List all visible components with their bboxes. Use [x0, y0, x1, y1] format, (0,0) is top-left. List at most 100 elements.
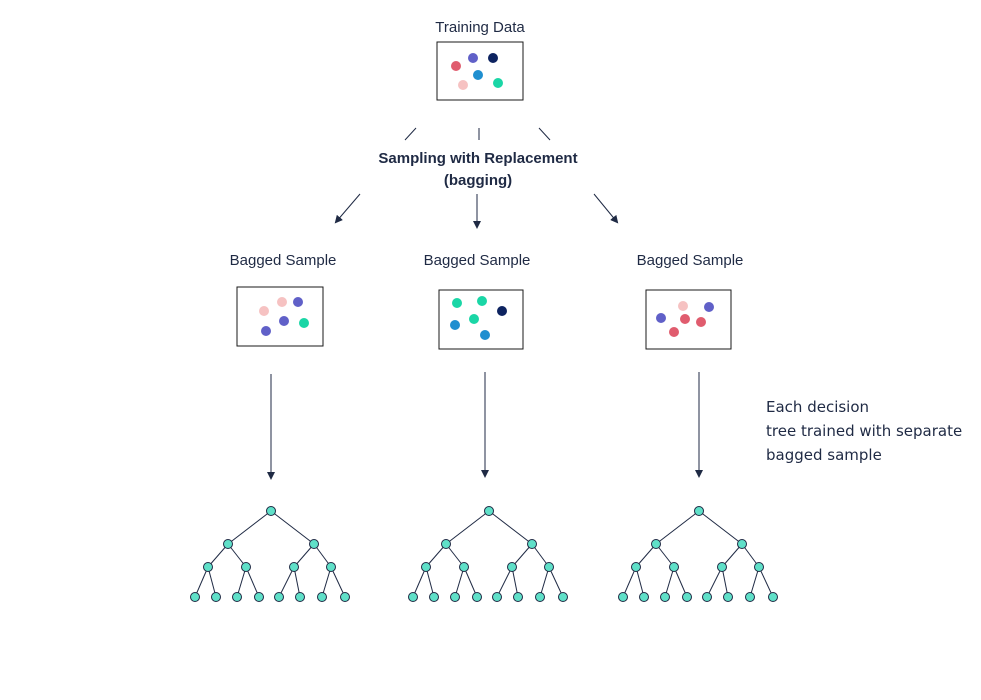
- tree-node: [527, 539, 537, 549]
- bagging-label: (bagging): [444, 172, 512, 189]
- tree-node: [429, 592, 439, 602]
- tree-node: [535, 592, 545, 602]
- tree-edge: [245, 566, 260, 598]
- sample-1-dot: [277, 297, 287, 307]
- tree-node: [660, 592, 670, 602]
- tree-edge: [454, 566, 465, 598]
- tree-edge: [425, 566, 435, 598]
- tree-node: [651, 539, 661, 549]
- tree-edge: [496, 566, 513, 598]
- tree-node: [326, 562, 336, 572]
- sample-3-dot: [678, 301, 688, 311]
- tree-node: [472, 592, 482, 602]
- tree-edge: [758, 566, 774, 598]
- tree-node: [266, 506, 276, 516]
- sample-1-dot: [299, 318, 309, 328]
- note-line-3: bagged sample: [766, 446, 882, 464]
- sample-1-dot: [259, 306, 269, 316]
- tree-edge: [721, 566, 729, 598]
- sample-2-dot: [480, 330, 490, 340]
- tree-edge: [463, 566, 478, 598]
- sample-3-title: Bagged Sample: [637, 252, 744, 269]
- tree-node: [190, 592, 200, 602]
- sample-1-title: Bagged Sample: [230, 252, 337, 269]
- arrow-to-sample-1: [334, 193, 361, 224]
- tree-node: [754, 562, 764, 572]
- tree-node: [768, 592, 778, 602]
- tree-node: [289, 562, 299, 572]
- tree-edge: [278, 566, 295, 598]
- training-dot: [473, 70, 483, 80]
- tree-node: [631, 562, 641, 572]
- tree-node: [639, 592, 649, 602]
- tree-edge: [412, 566, 427, 598]
- tree-node: [274, 592, 284, 602]
- tree-edge: [511, 566, 519, 598]
- note-line-1: Each decision: [766, 398, 869, 416]
- tree-edge: [635, 543, 657, 568]
- tree-edge: [698, 510, 743, 545]
- decision-trees: [190, 506, 778, 602]
- tree-edge: [511, 543, 533, 568]
- tree-edge: [539, 566, 550, 598]
- tree-edge: [749, 566, 760, 598]
- sample-3-dot: [696, 317, 706, 327]
- sample-2-dot: [450, 320, 460, 330]
- tree-edge: [622, 566, 637, 598]
- tree-node: [484, 506, 494, 516]
- decision-tree-3: [618, 506, 778, 602]
- training-data-dots: [451, 53, 503, 90]
- tree-node: [544, 562, 554, 572]
- training-dot: [493, 78, 503, 88]
- sample-1-dot: [293, 297, 303, 307]
- tree-node: [717, 562, 727, 572]
- tree-node: [507, 562, 517, 572]
- tree-node: [203, 562, 213, 572]
- training-dot: [451, 61, 461, 71]
- training-dot: [468, 53, 478, 63]
- tree-node: [408, 592, 418, 602]
- sample-3-dot: [704, 302, 714, 312]
- tree-node: [421, 562, 431, 572]
- tree-edge: [445, 510, 490, 545]
- tree-edge: [721, 543, 743, 568]
- tree-node: [492, 592, 502, 602]
- tree-node: [694, 506, 704, 516]
- tree-node: [450, 592, 460, 602]
- tree-node: [669, 562, 679, 572]
- tree-edge: [635, 566, 645, 598]
- sample-dots: [259, 296, 714, 340]
- tree-node: [254, 592, 264, 602]
- arrow-to-sample-3: [593, 193, 619, 224]
- tree-node: [745, 592, 755, 602]
- tree-edge: [706, 566, 723, 598]
- sample-2-dot: [497, 306, 507, 316]
- decision-tree-2: [408, 506, 568, 602]
- sample-2-dot: [469, 314, 479, 324]
- tree-node: [459, 562, 469, 572]
- tree-node: [513, 592, 523, 602]
- tree-edge: [227, 510, 272, 545]
- sample-2-dot: [452, 298, 462, 308]
- tree-edge: [655, 510, 700, 545]
- tree-node: [618, 592, 628, 602]
- tree-edge: [321, 566, 332, 598]
- sample-2-title: Bagged Sample: [424, 252, 531, 269]
- tree-node: [223, 539, 233, 549]
- tree-edge: [293, 543, 315, 568]
- tree-node: [211, 592, 221, 602]
- tree-node: [558, 592, 568, 602]
- training-dot: [488, 53, 498, 63]
- sample-1-dot: [261, 326, 271, 336]
- tree-node: [441, 539, 451, 549]
- training-dot: [458, 80, 468, 90]
- tree-edge: [425, 543, 447, 568]
- tree-edge: [270, 510, 315, 545]
- tree-node: [295, 592, 305, 602]
- tree-edge: [664, 566, 675, 598]
- tree-edge: [207, 566, 217, 598]
- tree-edge: [330, 566, 346, 598]
- sample-1-dot: [279, 316, 289, 326]
- tree-node: [682, 592, 692, 602]
- tree-edge: [673, 566, 688, 598]
